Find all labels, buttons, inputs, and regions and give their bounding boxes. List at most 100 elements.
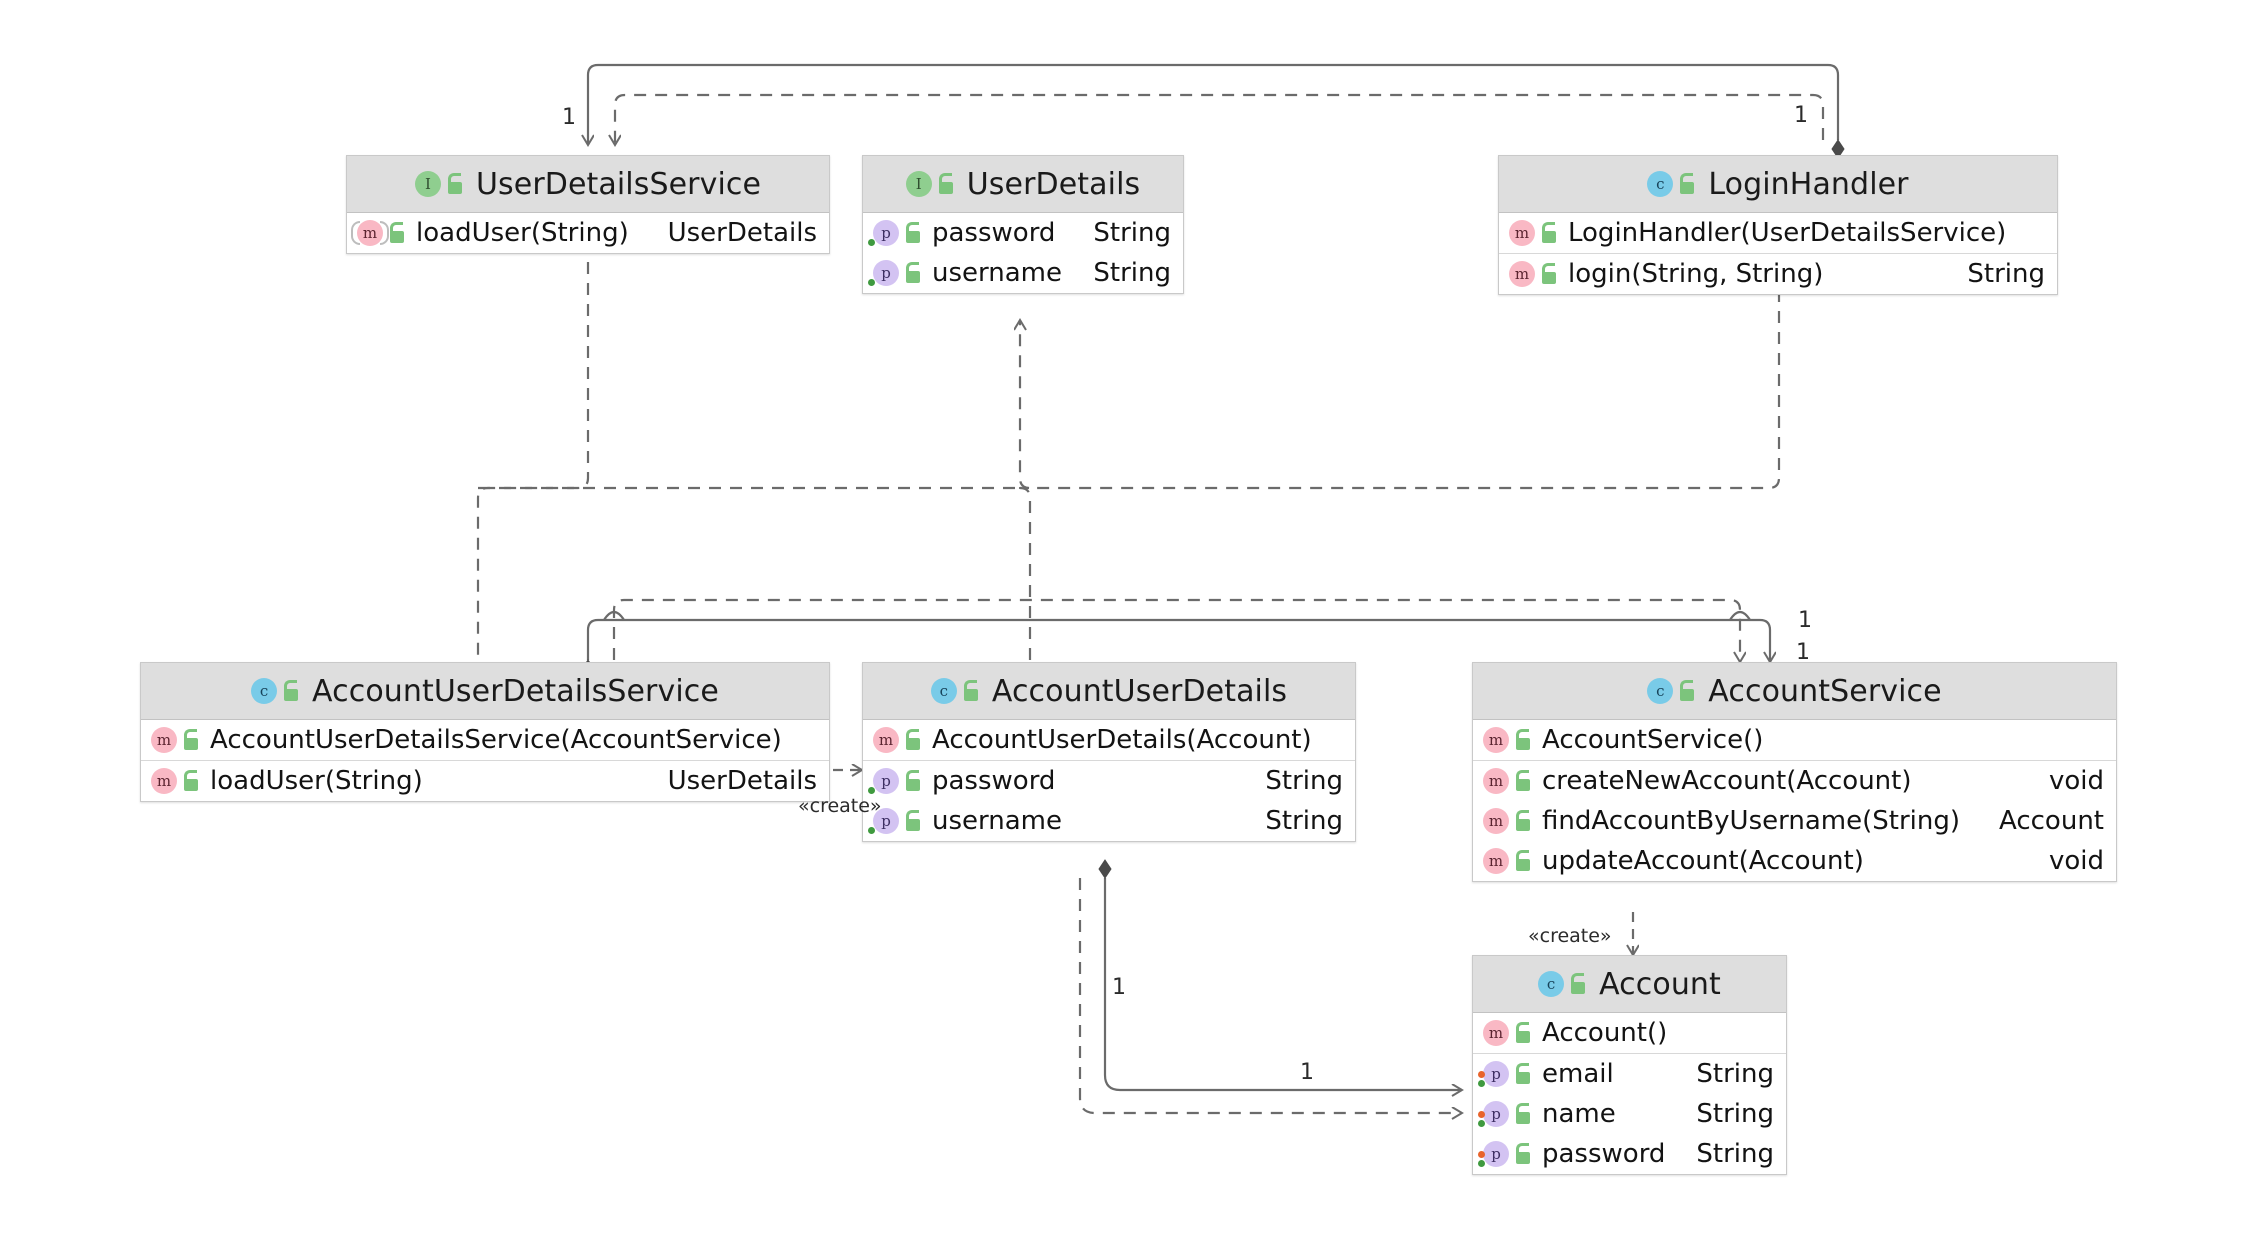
- member-name: username: [932, 258, 1062, 288]
- member-name: username: [932, 806, 1062, 836]
- member-row[interactable]: m AccountUserDetailsService(AccountServi…: [141, 720, 829, 760]
- class-section-properties: p email String p name String p: [1473, 1053, 1786, 1174]
- member-row[interactable]: m AccountUserDetails(Account): [863, 720, 1355, 760]
- member-row[interactable]: m loadUser(String) UserDetails: [141, 761, 829, 801]
- edge-accountuserdetailsservice-userdetails-dependency: [476, 262, 590, 660]
- unlock-icon: [904, 810, 924, 832]
- class-title: AccountUserDetails: [991, 673, 1288, 709]
- member-name: updateAccount(Account): [1542, 846, 1864, 876]
- class-badge-icon: c: [1647, 171, 1674, 197]
- class-header-userdetails: I UserDetails: [863, 156, 1183, 213]
- class-box-account[interactable]: c Account m Account() p email: [1472, 955, 1787, 1175]
- unlock-icon: [388, 222, 408, 244]
- edge-multiplicity-label: 1: [1112, 975, 1126, 1000]
- member-row[interactable]: p username String: [863, 801, 1355, 841]
- member-name: Account(): [1542, 1018, 1668, 1048]
- property-badge-icon: p: [1478, 1141, 1509, 1167]
- property-badge-icon: p: [868, 808, 899, 834]
- member-row[interactable]: p password String: [863, 761, 1355, 801]
- member-row[interactable]: p email String: [1473, 1054, 1786, 1094]
- property-badge-icon: p: [1478, 1061, 1509, 1087]
- edge-loginhandler-userdetailsservice-composition: [588, 63, 1838, 145]
- class-section-constructors: m LoginHandler(UserDetailsService): [1499, 213, 2057, 253]
- method-badge-icon: m: [1483, 808, 1509, 834]
- method-badge-icon: m: [873, 727, 899, 753]
- class-section-methods: m loadUser(String) UserDetails: [141, 760, 829, 801]
- class-box-loginhandler[interactable]: c LoginHandler m LoginHandler(UserDetail…: [1498, 155, 2058, 295]
- unlock-icon: [1569, 973, 1589, 995]
- member-name: loadUser(String): [210, 766, 423, 796]
- member-row[interactable]: m AccountService(): [1473, 720, 2116, 760]
- member-type: String: [1265, 806, 1343, 836]
- class-section-constructors: m Account(): [1473, 1013, 1786, 1053]
- edge-multiplicity-label: 1: [1798, 608, 1812, 633]
- method-badge-icon: m: [151, 768, 177, 794]
- unlock-icon: [1540, 263, 1560, 285]
- class-section-constructors: m AccountUserDetailsService(AccountServi…: [141, 720, 829, 760]
- edge-line-hop-2: [1729, 610, 1751, 621]
- class-badge-icon: c: [930, 678, 957, 704]
- property-badge-icon: p: [1478, 1101, 1509, 1127]
- class-header-userdetailsservice: I UserDetailsService: [347, 156, 829, 213]
- unlock-icon: [446, 173, 466, 195]
- class-section-methods: m loadUser(String) UserDetails: [347, 213, 829, 253]
- class-title: AccountUserDetailsService: [312, 673, 719, 709]
- member-name: password: [932, 218, 1056, 248]
- member-name: createNewAccount(Account): [1542, 766, 1912, 796]
- member-row[interactable]: m updateAccount(Account) void: [1473, 841, 2116, 881]
- class-header-loginhandler: c LoginHandler: [1499, 156, 2057, 213]
- method-badge-icon: m: [1483, 848, 1509, 874]
- unlock-icon: [1514, 770, 1534, 792]
- method-badge-icon: m: [1483, 768, 1509, 794]
- unlock-icon: [182, 770, 202, 792]
- member-name: AccountUserDetailsService(AccountService…: [210, 725, 782, 755]
- member-type: String: [1265, 766, 1343, 796]
- class-box-userdetailsservice[interactable]: I UserDetailsService m loadUser(String) …: [346, 155, 830, 254]
- edge-accountuserdetails-account-dependency: [1078, 878, 1462, 1113]
- edge-accountuserdetailsservice-accountservice-dependency: [612, 598, 1740, 662]
- member-type: UserDetails: [667, 766, 817, 796]
- method-badge-icon: m: [1483, 727, 1509, 753]
- method-badge-icon: m: [1509, 261, 1535, 287]
- class-box-userdetails[interactable]: I UserDetails p password String p userna…: [862, 155, 1184, 294]
- unlock-icon: [182, 729, 202, 751]
- class-title: LoginHandler: [1708, 166, 1909, 202]
- unlock-icon: [962, 680, 982, 702]
- interface-badge-icon: I: [905, 171, 932, 197]
- edge-multiplicity-label: 1: [562, 105, 576, 130]
- class-header-accountuserdetails: c AccountUserDetails: [863, 663, 1355, 720]
- class-section-properties: p password String p username String: [863, 760, 1355, 841]
- edge-line-hop: [603, 610, 625, 621]
- class-title: UserDetails: [966, 166, 1141, 202]
- member-name: name: [1542, 1099, 1616, 1129]
- unlock-icon: [282, 680, 302, 702]
- class-badge-icon: c: [1538, 971, 1565, 997]
- class-header-accountservice: c AccountService: [1473, 663, 2116, 720]
- member-type: String: [1696, 1139, 1774, 1169]
- member-row[interactable]: m loadUser(String) UserDetails: [347, 213, 829, 253]
- class-box-accountservice[interactable]: c AccountService m AccountService() m: [1472, 662, 2117, 882]
- member-row[interactable]: p password String: [1473, 1134, 1786, 1174]
- member-type: UserDetails: [667, 218, 817, 248]
- unlock-icon: [904, 770, 924, 792]
- member-row[interactable]: m createNewAccount(Account) void: [1473, 761, 2116, 801]
- class-title: UserDetailsService: [475, 166, 762, 202]
- member-type: String: [1093, 258, 1171, 288]
- class-section-properties: p password String p username String: [863, 213, 1183, 293]
- unlock-icon: [904, 262, 924, 284]
- member-row[interactable]: m findAccountByUsername(String) Account: [1473, 801, 2116, 841]
- member-row[interactable]: p username String: [863, 253, 1183, 293]
- unlock-icon: [1514, 1143, 1534, 1165]
- unlock-icon: [937, 173, 957, 195]
- unlock-icon: [904, 729, 924, 751]
- member-row[interactable]: m Account(): [1473, 1013, 1786, 1053]
- class-header-accountuserdetailsservice: c AccountUserDetailsService: [141, 663, 829, 720]
- member-row[interactable]: p password String: [863, 213, 1183, 253]
- unlock-icon: [1514, 810, 1534, 832]
- member-row[interactable]: p name String: [1473, 1094, 1786, 1134]
- class-box-accountuserdetails[interactable]: c AccountUserDetails m AccountUserDetail…: [862, 662, 1356, 842]
- class-box-accountuserdetailsservice[interactable]: c AccountUserDetailsService m AccountUse…: [140, 662, 830, 802]
- member-row[interactable]: m LoginHandler(UserDetailsService): [1499, 213, 2057, 253]
- member-row[interactable]: m login(String, String) String: [1499, 254, 2057, 294]
